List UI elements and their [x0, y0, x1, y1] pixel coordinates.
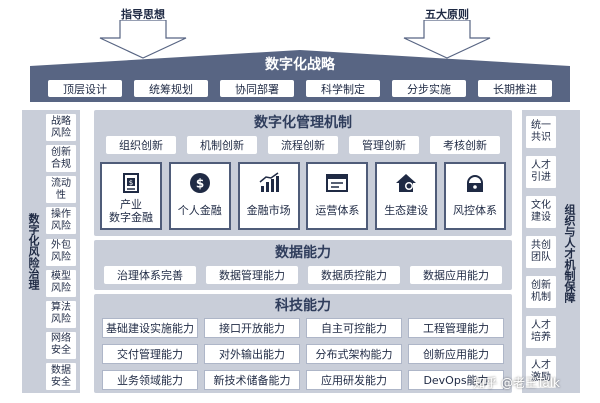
management-item: 流程创新: [268, 136, 338, 154]
tech-item: DevOps能力: [408, 370, 504, 390]
home-icon: [395, 172, 417, 194]
data-item: 数据质控能力: [308, 266, 400, 284]
card-label: 产业 数字金融: [109, 198, 153, 224]
talent-item: 人才培养: [526, 316, 556, 348]
management-item: 考核创新: [430, 136, 500, 154]
risk-item: 创新合规: [46, 145, 76, 173]
risk-item: 算法风险: [46, 300, 76, 328]
tech-capability-grid: 基础建设实施能力 接口开放能力 自主可控能力 工程管理能力 交付管理能力 对外输…: [102, 318, 504, 390]
strategy-item: 分步实施: [392, 80, 466, 97]
talent-item: 统一共识: [526, 116, 556, 148]
talent-item: 人才激励: [526, 356, 556, 388]
talent-item: 创新机制: [526, 276, 556, 308]
talent-item: 共创团队: [526, 236, 556, 268]
zhihu-credit: 知乎 @老王Talk: [473, 376, 560, 390]
tech-item: 创新应用能力: [408, 344, 504, 364]
risk-item: 操作风险: [46, 207, 76, 235]
business-card: 生态建设: [375, 162, 438, 230]
dollar-coin-icon: $: [189, 172, 211, 194]
risk-items: 战略风险 创新合规 流动性 操作风险 外包风险 模型风险 算法风险 网络安全 数…: [46, 114, 76, 390]
business-card: $ 产业 数字金融: [100, 162, 162, 230]
strategy-item: 长期推进: [478, 80, 552, 97]
risk-governance-title: 数字化风险治理: [27, 212, 40, 290]
strategy-item: 科学制定: [306, 80, 380, 97]
strategy-item: 统筹规划: [134, 80, 208, 97]
tech-capability-title: 科技能力: [275, 298, 331, 314]
tech-item: 新技术储备能力: [204, 370, 300, 390]
risk-item: 模型风险: [46, 269, 76, 297]
down-arrow-icon: [99, 20, 187, 59]
svg-text:$: $: [196, 177, 204, 191]
tech-item: 应用研发能力: [306, 370, 402, 390]
risk-item: 流动性: [46, 176, 76, 204]
data-capability-items: 治理体系完善 数据管理能力 数据质控能力 数据应用能力: [104, 266, 502, 284]
tech-item: 交付管理能力: [102, 344, 198, 364]
card-label: 个人金融: [177, 204, 222, 217]
management-item: 组织创新: [106, 136, 176, 154]
tech-item: 自主可控能力: [306, 318, 402, 338]
browser-window-icon: [326, 172, 349, 194]
tech-row: 业务领域能力 新技术储备能力 应用研发能力 DevOps能力: [102, 370, 504, 390]
strategy-item: 协同部署: [220, 80, 294, 97]
invoice-icon: $: [120, 172, 142, 194]
talent-item: 人才引进: [526, 156, 556, 188]
talent-item: 文化建设: [526, 196, 556, 228]
card-label: 运营体系: [315, 204, 360, 217]
right-principle-arrow: 五大原则: [402, 6, 492, 59]
tech-row: 交付管理能力 对外输出能力 分布式架构能力 创新应用能力: [102, 344, 504, 364]
down-arrow-icon: [403, 20, 491, 59]
strategy-item: 顶层设计: [48, 80, 122, 97]
tech-item: 工程管理能力: [408, 318, 504, 338]
bar-chart-icon: [258, 172, 280, 194]
tech-item: 对外输出能力: [204, 344, 300, 364]
risk-item: 数据安全: [46, 363, 76, 390]
business-card: $ 个人金融: [168, 162, 231, 230]
left-arrow-label: 指导思想: [121, 8, 165, 21]
risk-item: 网络安全: [46, 331, 76, 359]
tech-item: 基础建设实施能力: [102, 318, 198, 338]
data-item: 数据管理能力: [206, 266, 298, 284]
svg-text:$: $: [129, 179, 133, 187]
tech-item: 业务领域能力: [102, 370, 198, 390]
data-item: 数据应用能力: [410, 266, 502, 284]
business-card: 风控体系: [443, 162, 506, 230]
management-item: 机制创新: [187, 136, 257, 154]
business-card: 运营体系: [306, 162, 369, 230]
management-section: [94, 110, 512, 236]
tech-item: 接口开放能力: [204, 318, 300, 338]
data-item: 治理体系完善: [104, 266, 196, 284]
data-capability-title: 数据能力: [275, 245, 331, 261]
right-arrow-label: 五大原则: [425, 8, 469, 21]
card-label: 金融市场: [246, 204, 291, 217]
talent-title: 组织与人才机制保障: [563, 203, 576, 303]
management-title: 数字化管理机制: [254, 115, 352, 131]
risk-item: 外包风险: [46, 238, 76, 266]
strategy-title: 数字化战略: [265, 57, 335, 73]
strategy-items: 顶层设计 统筹规划 协同部署 科学制定 分步实施 长期推进: [48, 80, 552, 98]
business-card: 金融市场: [237, 162, 300, 230]
card-label: 生态建设: [384, 204, 429, 217]
tech-row: 基础建设实施能力 接口开放能力 自主可控能力 工程管理能力: [102, 318, 504, 338]
left-guidance-arrow: 指导思想: [98, 6, 188, 59]
card-label: 风控体系: [452, 204, 497, 217]
business-cards: $ 产业 数字金融 $ 个人金融 金融市场 运营体系 生态建设 风控体系: [100, 162, 506, 230]
management-items: 组织创新 机制创新 流程创新 管理创新 考核创新: [106, 136, 500, 154]
management-item: 管理创新: [349, 136, 419, 154]
talent-items: 统一共识 人才引进 文化建设 共创团队 创新机制 人才培养 人才激励: [526, 116, 556, 388]
shield-lock-icon: [464, 172, 486, 194]
tech-item: 分布式架构能力: [306, 344, 402, 364]
risk-item: 战略风险: [46, 114, 76, 141]
